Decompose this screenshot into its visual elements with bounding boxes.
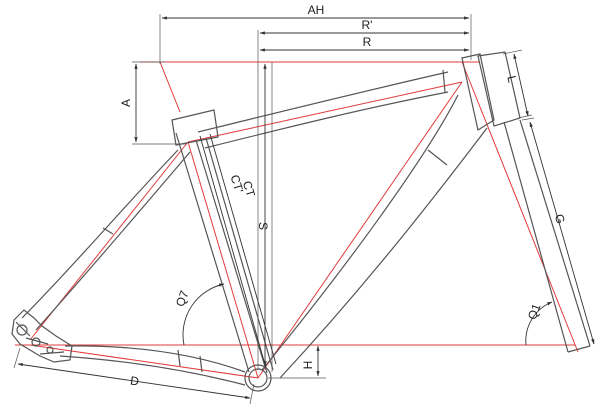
q7-label: Q7	[173, 288, 192, 308]
ct-dimension	[209, 133, 277, 365]
g-label: G	[552, 212, 568, 225]
g-extension-top	[521, 117, 535, 121]
seat-tube-inner-edge	[205, 137, 274, 371]
down-tube-centerline	[257, 81, 463, 379]
q1-angle-arc	[525, 301, 553, 346]
d-dimension	[17, 363, 251, 399]
down-tube-joint	[427, 149, 448, 166]
seat-clamp	[171, 109, 219, 146]
fork-centerline	[461, 61, 579, 353]
q1-label: Q1	[525, 301, 544, 321]
seat-tube-extension	[159, 61, 181, 113]
head-tube-inner	[461, 53, 495, 131]
a-label: A	[119, 99, 133, 107]
d-label: D	[129, 374, 140, 389]
top-tube-upper-edge	[197, 71, 449, 133]
centerlines	[15, 61, 579, 379]
seat-tube-centerline	[187, 141, 259, 379]
ah-label: AH	[308, 3, 325, 17]
rear-dropout	[11, 309, 73, 363]
ct-prime-label: CT'	[227, 173, 246, 195]
ct-prime-dimension	[199, 135, 267, 369]
h-label: H	[301, 361, 315, 370]
l-dimension	[513, 53, 529, 117]
top-tube-lower-edge	[204, 91, 449, 149]
d-extension-left	[13, 347, 21, 369]
seat-tube-left-edge	[175, 132, 250, 373]
g-dimension	[529, 121, 595, 345]
top-tube-centerline	[187, 81, 463, 143]
top-tube-joint	[442, 69, 446, 93]
fork-tip	[567, 345, 591, 353]
down-tube-lower-edge	[279, 127, 488, 379]
r-prime-label: R'	[362, 18, 373, 32]
l-label: L	[504, 74, 519, 84]
head-tube	[477, 51, 521, 127]
r-label: R	[363, 35, 372, 49]
s-label: S	[256, 222, 270, 230]
l-extension-top	[502, 49, 523, 55]
dimension-labels: AH R' R A L CT CT' S G Q7 Q1 D H	[119, 3, 568, 389]
dimension-lines	[13, 14, 595, 405]
down-tube-upper-edge	[261, 94, 459, 371]
seatstay-inner-edge	[35, 151, 191, 331]
chainstay-joint	[177, 349, 181, 367]
q7-angle-arc	[182, 283, 225, 346]
seat-tube-right-edge	[195, 139, 268, 374]
frame-tubes	[11, 51, 591, 392]
d-extension-right	[249, 383, 255, 405]
ct-label: CT	[240, 179, 258, 199]
chainstay-lower-edge	[59, 355, 246, 386]
seatstay-outer-edge	[21, 149, 179, 319]
seatstay-joint	[102, 227, 114, 235]
